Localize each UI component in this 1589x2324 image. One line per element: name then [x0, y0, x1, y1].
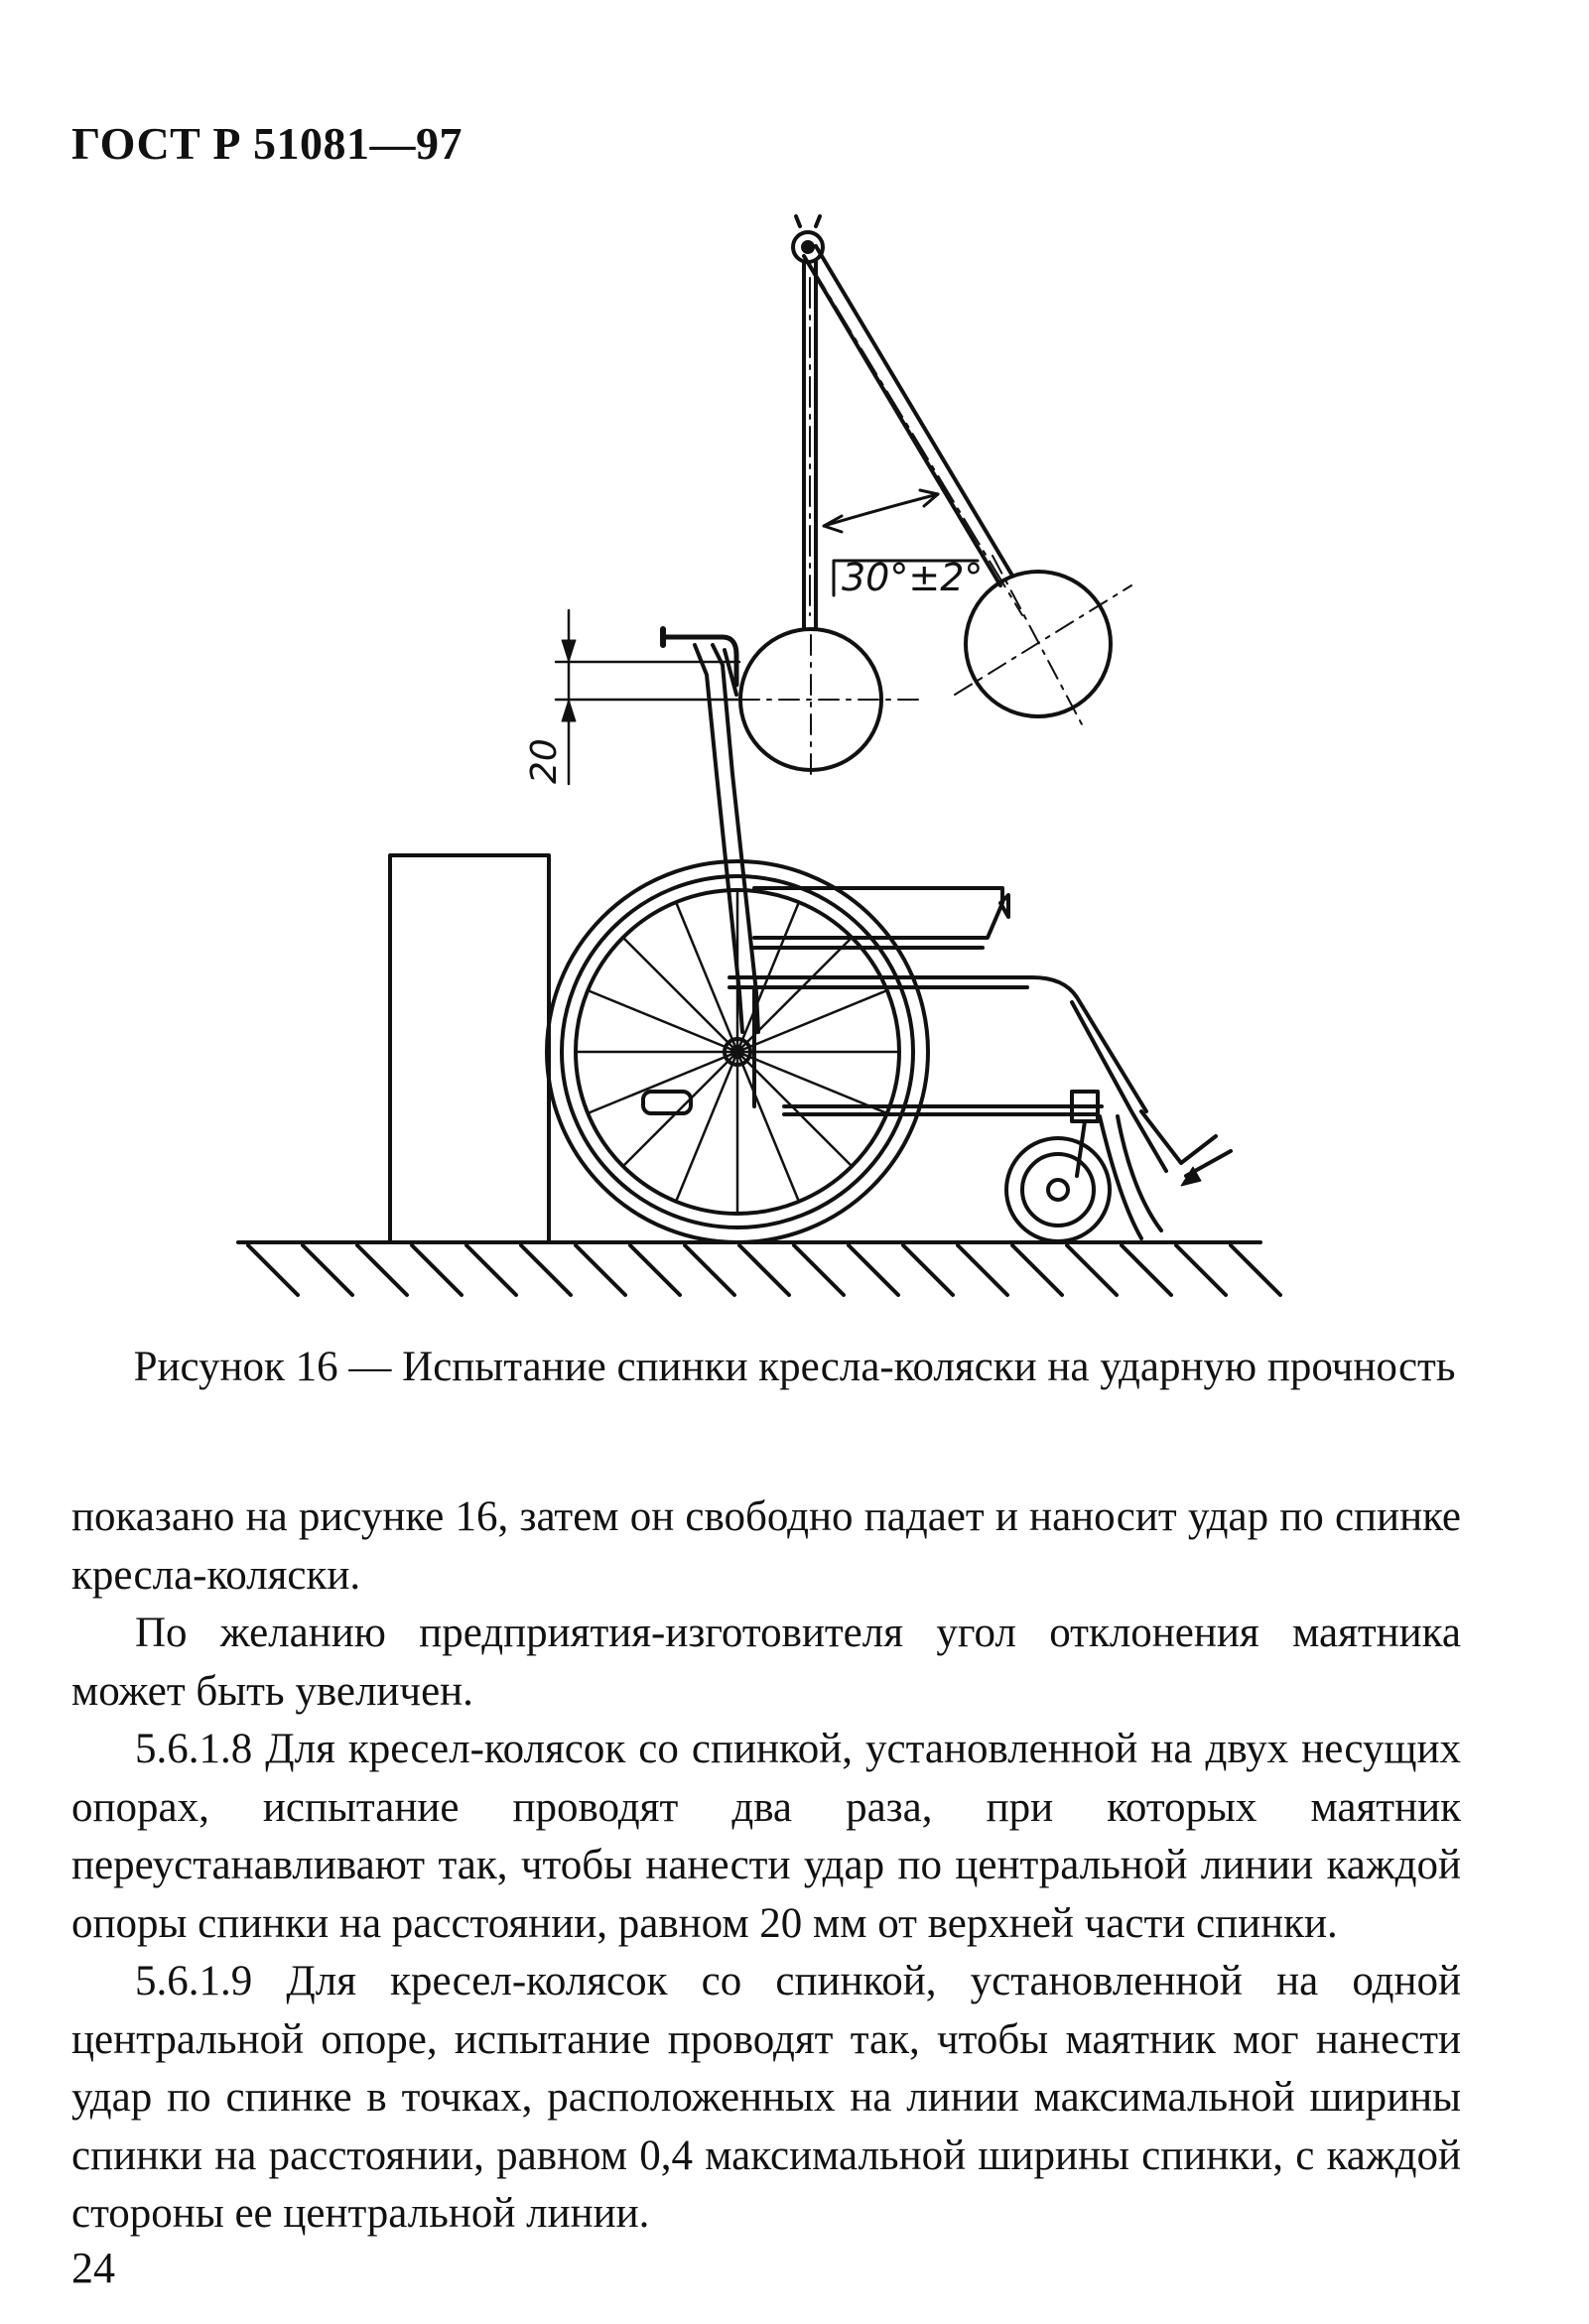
ground-hatching: [236, 1240, 1282, 1297]
paragraph-2: По желанию предприятия-изготовителя угол…: [71, 1610, 1461, 1715]
page-number: 24: [71, 2244, 115, 2292]
body-text: показано на рисунке 16, затем он свободн…: [71, 1488, 1461, 2244]
paragraph-4: 5.6.1.9 Для кресел-колясок со спинкой, у…: [71, 1958, 1461, 2237]
paragraph-3: 5.6.1.8 Для кресел-колясок со спинкой, у…: [71, 1726, 1461, 1947]
seat: [752, 886, 1004, 940]
caster-wheel: [1004, 1136, 1112, 1243]
wheelchair-handle: [660, 634, 739, 688]
wheelchair-backrest: [693, 643, 744, 1034]
angle-arc: [822, 492, 940, 528]
big-wheel: [545, 859, 930, 1244]
height-label: 20: [524, 738, 565, 784]
figure-caption: Рисунок 16 — Испытание спинки кресла-кол…: [133, 1344, 1456, 1390]
paragraph-1: показано на рисунке 16, затем он свободн…: [71, 1493, 1461, 1599]
legrest: [1070, 1000, 1168, 1173]
pendulum-weight-deflected: [964, 570, 1113, 718]
document-header: ГОСТ Р 51081—97: [71, 118, 463, 169]
armrest-frame: [728, 975, 1148, 1113]
angle-label: 30°±2°: [842, 556, 983, 599]
figure-16-wheelchair-impact-test: 30°±2° 20: [236, 214, 1282, 1297]
stop-block: [388, 853, 551, 1244]
